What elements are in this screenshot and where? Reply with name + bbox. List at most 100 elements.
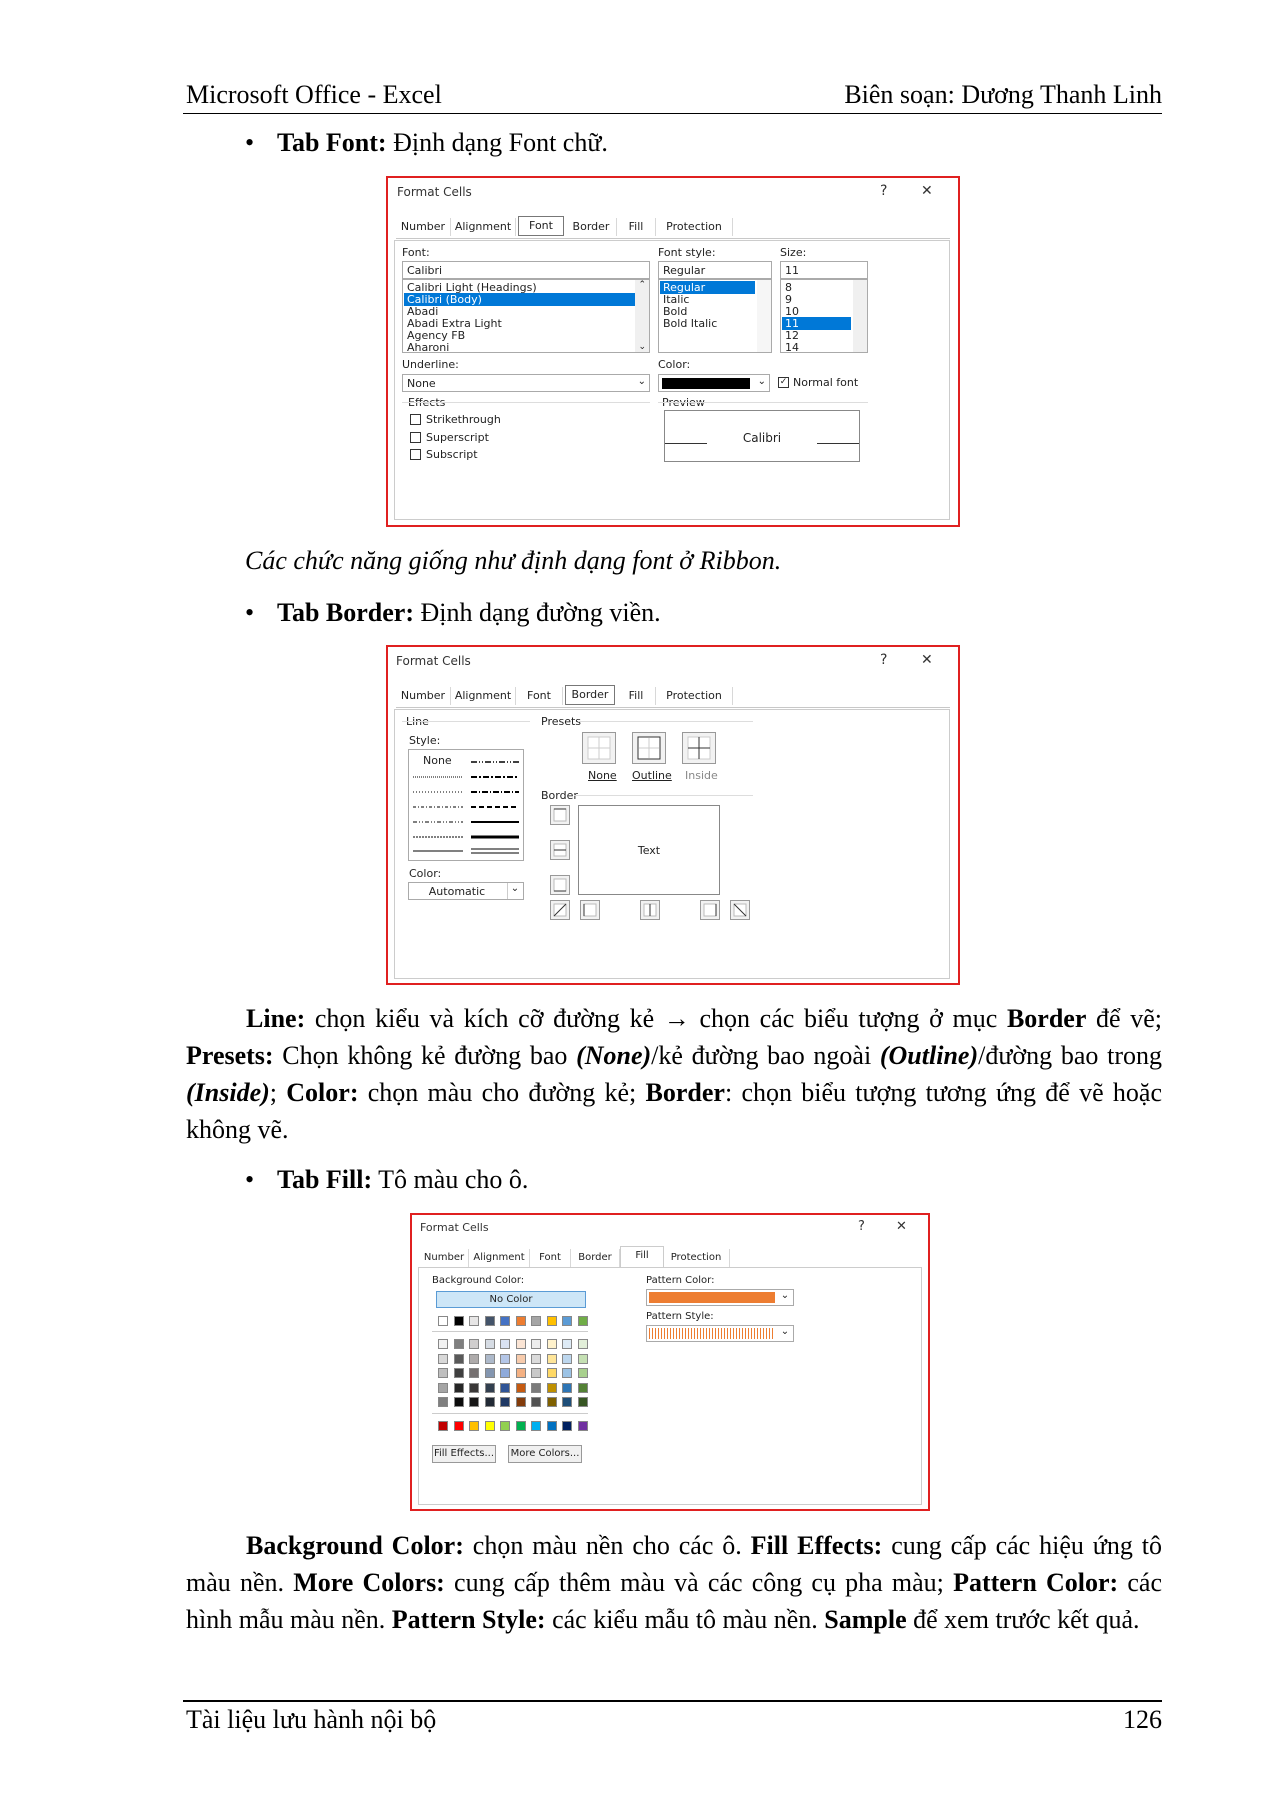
border-center-button[interactable] bbox=[640, 900, 660, 920]
font-list-item[interactable]: Abadi bbox=[407, 305, 439, 318]
size-item[interactable]: 9 bbox=[785, 293, 792, 306]
style-item[interactable]: Bold bbox=[663, 305, 688, 318]
tab-fill[interactable]: Fill bbox=[617, 687, 656, 705]
font-list-item[interactable]: Calibri Light (Headings) bbox=[407, 281, 537, 294]
fill-effects-button[interactable]: Fill Effects... bbox=[432, 1445, 496, 1463]
more-colors-button[interactable]: More Colors... bbox=[508, 1445, 582, 1463]
size-item[interactable]: 8 bbox=[785, 281, 792, 294]
style-item[interactable]: Bold Italic bbox=[663, 317, 718, 330]
scroll-up-icon[interactable]: ⌃ bbox=[638, 280, 646, 290]
color-swatch[interactable] bbox=[577, 1382, 588, 1393]
color-swatch[interactable] bbox=[469, 1339, 479, 1349]
tab-number[interactable]: Number bbox=[420, 1249, 469, 1267]
standard-color-swatch[interactable] bbox=[531, 1421, 541, 1431]
color-swatch[interactable] bbox=[531, 1382, 541, 1393]
tab-border[interactable]: Border bbox=[571, 1249, 620, 1267]
color-swatch[interactable] bbox=[484, 1397, 495, 1407]
color-swatch[interactable] bbox=[438, 1368, 448, 1378]
tab-fill[interactable]: Fill bbox=[620, 1246, 664, 1268]
tab-protection[interactable]: Protection bbox=[656, 687, 733, 705]
preset-outline-button[interactable] bbox=[632, 732, 666, 764]
color-swatch[interactable] bbox=[531, 1397, 541, 1407]
strikethrough-checkbox[interactable] bbox=[410, 414, 421, 425]
color-swatch[interactable] bbox=[562, 1339, 572, 1349]
superscript-checkbox[interactable] bbox=[410, 432, 421, 443]
color-swatch[interactable] bbox=[577, 1339, 588, 1349]
tab-font[interactable]: Font bbox=[518, 216, 564, 236]
color-swatch[interactable] bbox=[500, 1339, 510, 1349]
color-swatch[interactable] bbox=[577, 1397, 588, 1407]
color-picker[interactable]: ⌄ bbox=[658, 374, 770, 392]
color-swatch[interactable] bbox=[453, 1397, 464, 1407]
color-swatch[interactable] bbox=[438, 1382, 448, 1393]
font-list-item[interactable]: Agency FB bbox=[407, 329, 466, 342]
color-swatch[interactable] bbox=[531, 1353, 541, 1364]
border-left-button[interactable] bbox=[580, 900, 600, 920]
font-list-item-selected[interactable]: Calibri (Body) bbox=[404, 293, 635, 306]
color-swatch[interactable] bbox=[500, 1382, 510, 1393]
color-swatch[interactable] bbox=[453, 1339, 464, 1349]
size-list[interactable]: 8 9 10 11 12 14 bbox=[780, 279, 868, 354]
size-input[interactable]: 11 bbox=[780, 261, 868, 279]
color-swatch[interactable] bbox=[562, 1382, 572, 1393]
color-swatch[interactable] bbox=[515, 1353, 526, 1364]
color-swatch[interactable] bbox=[546, 1397, 557, 1407]
tab-alignment[interactable]: Alignment bbox=[451, 218, 516, 236]
color-swatch[interactable] bbox=[562, 1316, 572, 1326]
border-middle-button[interactable] bbox=[550, 840, 570, 860]
font-scrollbar[interactable] bbox=[635, 280, 649, 352]
pattern-color-select[interactable]: ⌄ bbox=[646, 1289, 794, 1306]
standard-color-swatch[interactable] bbox=[500, 1421, 510, 1431]
color-swatch[interactable] bbox=[546, 1353, 557, 1364]
style-scrollbar[interactable] bbox=[757, 280, 771, 352]
preset-none-button[interactable] bbox=[582, 732, 616, 764]
border-diag-down-button[interactable] bbox=[730, 900, 750, 920]
color-swatch[interactable] bbox=[500, 1397, 510, 1407]
color-swatch[interactable] bbox=[515, 1397, 526, 1407]
standard-color-swatch[interactable] bbox=[577, 1421, 588, 1431]
font-style-input[interactable]: Regular bbox=[658, 261, 772, 279]
color-swatch[interactable] bbox=[562, 1397, 572, 1407]
tab-alignment[interactable]: Alignment bbox=[451, 687, 516, 705]
color-swatch[interactable] bbox=[562, 1353, 572, 1364]
color-swatch[interactable] bbox=[500, 1353, 510, 1364]
close-button[interactable]: ✕ bbox=[921, 652, 933, 668]
font-style-list[interactable]: Regular Italic Bold Bold Italic bbox=[658, 279, 772, 353]
tab-protection[interactable]: Protection bbox=[656, 218, 733, 236]
color-swatch[interactable] bbox=[438, 1316, 448, 1326]
color-swatch[interactable] bbox=[453, 1382, 464, 1393]
tab-border[interactable]: Border bbox=[566, 218, 617, 236]
border-color-select[interactable]: Automatic ⌄ bbox=[408, 882, 524, 900]
standard-color-swatch[interactable] bbox=[546, 1421, 557, 1431]
pattern-style-select[interactable]: ⌄ bbox=[646, 1325, 794, 1342]
color-swatch[interactable] bbox=[577, 1316, 588, 1326]
tab-protection[interactable]: Protection bbox=[663, 1249, 730, 1267]
style-item-selected[interactable]: Regular bbox=[660, 281, 755, 294]
color-swatch[interactable] bbox=[531, 1339, 541, 1349]
tab-number[interactable]: Number bbox=[396, 687, 451, 705]
color-swatch[interactable] bbox=[469, 1353, 479, 1364]
tab-border[interactable]: Border bbox=[565, 685, 615, 705]
color-swatch[interactable] bbox=[469, 1316, 479, 1326]
standard-color-swatch[interactable] bbox=[438, 1421, 448, 1431]
line-style-list[interactable]: None bbox=[408, 749, 524, 861]
color-swatch[interactable] bbox=[484, 1368, 495, 1378]
color-swatch[interactable] bbox=[546, 1316, 557, 1326]
color-swatch[interactable] bbox=[562, 1368, 572, 1378]
help-button[interactable]: ? bbox=[880, 652, 888, 668]
color-swatch[interactable] bbox=[531, 1368, 541, 1378]
standard-color-swatch[interactable] bbox=[484, 1421, 495, 1431]
color-swatch[interactable] bbox=[515, 1316, 526, 1326]
tab-alignment[interactable]: Alignment bbox=[469, 1249, 530, 1267]
color-swatch[interactable] bbox=[531, 1316, 541, 1326]
tab-fill[interactable]: Fill bbox=[617, 218, 656, 236]
color-swatch[interactable] bbox=[469, 1382, 479, 1393]
font-list[interactable]: Calibri Light (Headings) Calibri (Body) … bbox=[402, 279, 650, 354]
preset-inside-button[interactable] bbox=[682, 732, 716, 764]
tab-font[interactable]: Font bbox=[516, 687, 563, 705]
border-right-button[interactable] bbox=[700, 900, 720, 920]
size-item[interactable]: 10 bbox=[785, 305, 799, 318]
help-button[interactable]: ? bbox=[858, 1219, 865, 1234]
standard-color-swatch[interactable] bbox=[453, 1421, 464, 1431]
color-swatch[interactable] bbox=[484, 1353, 495, 1364]
